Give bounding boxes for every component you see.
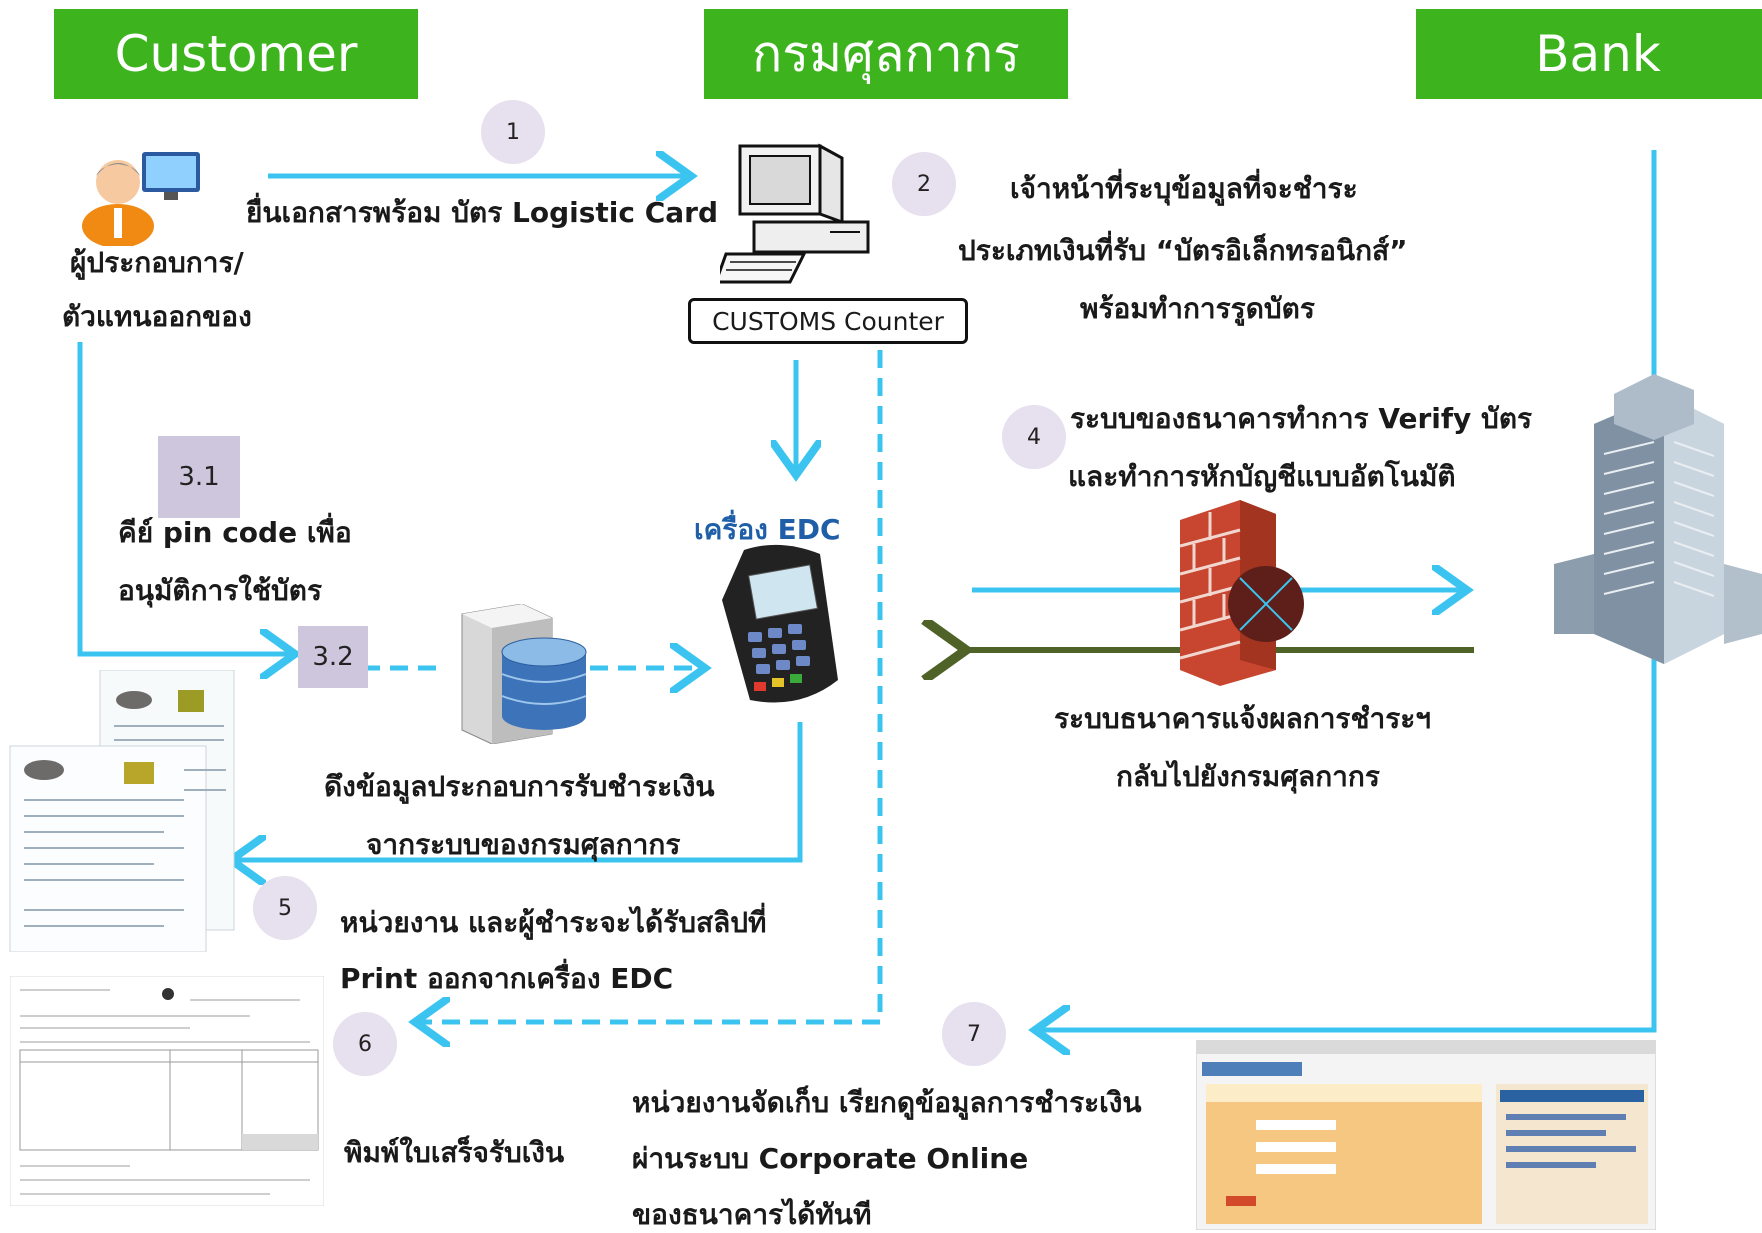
step-2-marker: 2 [892, 152, 956, 216]
pin-label-line1: คีย์ pin code เพื่อ [118, 516, 352, 549]
corporate-label-line2: ผ่านระบบ Corporate Online [632, 1142, 1029, 1175]
dash-counter-receipt [420, 350, 883, 1022]
slip-label-line2: Print ออกจากเครื่อง EDC [340, 962, 674, 995]
blocked-icon [1228, 566, 1304, 642]
server-database-icon [461, 604, 587, 744]
pin-label-line2: อนุมัติการใช้บัตร [118, 574, 322, 607]
step-3-1-marker: 3.1 [158, 436, 240, 518]
corporate-label-line3: ของธนาคารได้ทันที [632, 1198, 872, 1231]
computer-terminal-icon [720, 143, 870, 284]
arrow-operator-pin [77, 342, 290, 654]
slip-label-line1: หน่วยงาน และผู้ชำระจะได้รับสลิปที่ [340, 906, 767, 939]
step-5-marker: 5 [253, 876, 317, 940]
operator-label-line1: ผู้ประกอบการ/ [70, 246, 244, 279]
fetch-label-line1: ดึงข้อมูลประกอบการรับชำระเงิน [324, 770, 715, 803]
submit-docs-label: ยื่นเอกสารพร้อม บัตร Logistic Card [246, 196, 719, 229]
header-customs: กรมศุลกากร [704, 9, 1068, 99]
step-1-marker: 1 [481, 100, 545, 164]
header-bank: Bank [1416, 9, 1762, 99]
bank-verify-line2: และทำการหักบัญชีแบบอัตโนมัติ [1068, 460, 1456, 493]
receipt-document-icon [10, 976, 324, 1206]
bank-verify-line1: ระบบของธนาคารทำการ Verify บัตร [1070, 402, 1533, 435]
edc-slip-icon [9, 670, 235, 952]
step-4-marker: 4 [1002, 405, 1066, 469]
operator-label-line2: ตัวแทนออกของ [62, 300, 252, 333]
officer-label-line3: พร้อมทำการรูดบัตร [1080, 292, 1315, 325]
bank-notify-line1: ระบบธนาคารแจ้งผลการชำระฯ [1054, 702, 1432, 735]
step-3-2-marker: 3.2 [298, 626, 368, 688]
step-6-marker: 6 [333, 1012, 397, 1076]
customs-counter-label: CUSTOMS Counter [688, 298, 968, 344]
user-computer-icon [82, 152, 200, 246]
header-customer: Customer [54, 9, 418, 99]
bank-building-icon [1554, 374, 1762, 664]
officer-label-line1: เจ้าหน้าที่ระบุข้อมูลที่จะชำระ [1010, 172, 1358, 205]
edc-title: เครื่อง EDC [694, 513, 841, 546]
receipt-label: พิมพ์ใบเสร็จรับเงิน [344, 1136, 565, 1169]
arrow-edc-slip [236, 722, 803, 860]
edc-terminal-icon [722, 544, 838, 703]
fetch-label-line2: จากระบบของกรมศุลกากร [366, 828, 681, 861]
bank-notify-line2: กลับไปยังกรมศุลกากร [1116, 760, 1380, 793]
corporate-label-line1: หน่วยงานจัดเก็บ เรียกดูข้อมูลการชำระเงิน [632, 1086, 1142, 1119]
step-7-marker: 7 [942, 1002, 1006, 1066]
officer-label-line2: ประเภทเงินที่รับ “บัตรอิเล็กทรอนิกส์” [958, 234, 1408, 267]
corporate-online-screenshot [1196, 1040, 1656, 1230]
